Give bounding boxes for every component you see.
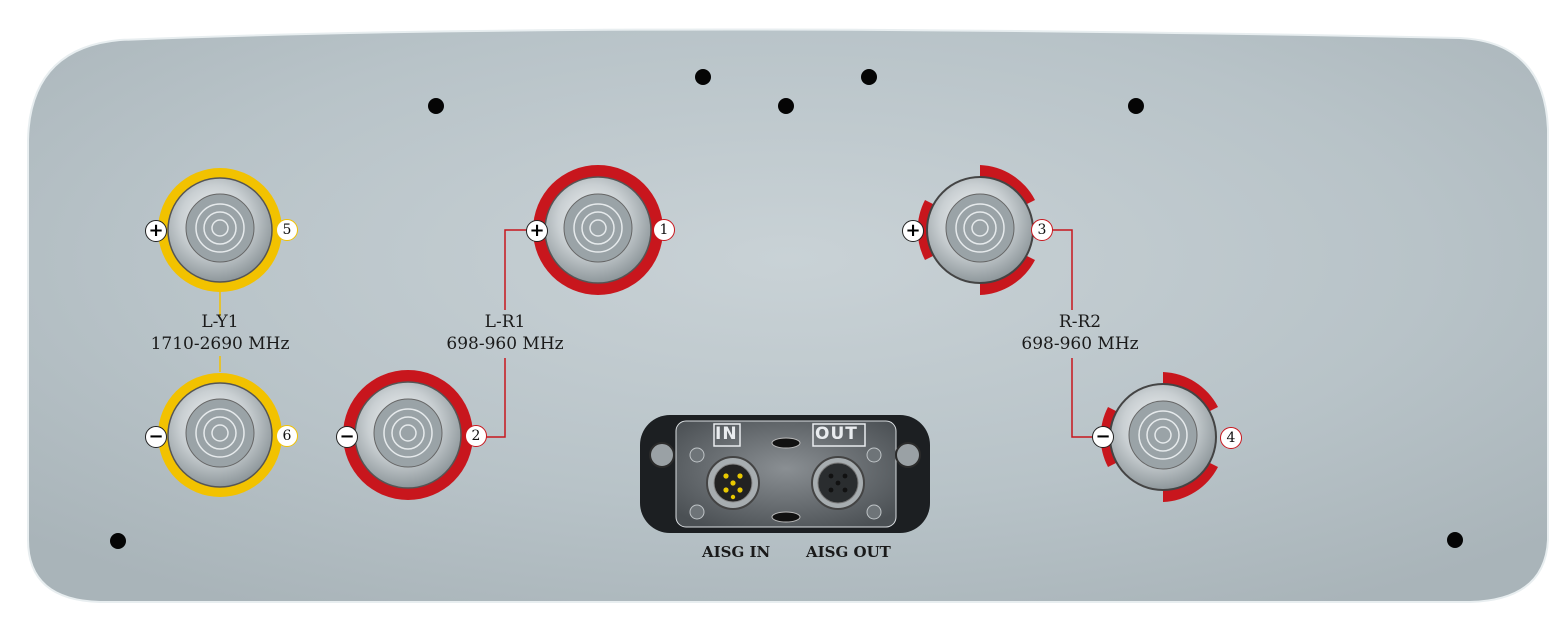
aisg-screw [649,442,675,468]
mounting-hole [778,98,794,114]
mounting-hole [1447,532,1463,548]
group-frequency: 698-960 MHz [446,334,564,354]
mounting-hole [428,98,444,114]
mounting-holes [110,69,1463,549]
connector-port-3 [917,165,1035,295]
aisg-out-connector [811,456,865,510]
port-number-2: 2 [465,425,487,447]
aisg-in-connector [706,456,760,510]
port-number-6: 6 [276,425,298,447]
port-number-3: 3 [1031,219,1053,241]
group-label-lr1: L-R1 698-960 MHz [430,311,580,355]
mounting-hole [1128,98,1144,114]
aisg-in-label: AISG IN [702,543,771,561]
connector-port-6 [158,373,282,497]
group-frequency: 1710-2690 MHz [150,334,290,354]
rr2-link-line [1050,229,1098,438]
group-name: L-R1 [484,312,526,332]
mounting-hole [861,69,877,85]
polarity-minus-icon: − [145,426,167,448]
mounting-hole [695,69,711,85]
polarity-minus-icon: − [1092,426,1114,448]
mounting-hole [110,533,126,549]
polarity-plus-icon: + [526,220,548,242]
connector-port-2 [343,370,473,500]
connector-port-4 [1100,372,1218,502]
polarity-plus-icon: + [902,220,924,242]
aisg-out-label: AISG OUT [806,543,891,561]
group-name: L-Y1 [201,312,239,332]
group-label-ly1: L-Y1 1710-2690 MHz [140,311,300,355]
group-label-rr2: R-R2 698-960 MHz [1005,311,1155,355]
group-name: R-R2 [1058,312,1102,332]
connector-port-1 [533,165,663,295]
group-frequency: 698-960 MHz [1021,334,1139,354]
aisg-screw [895,442,921,468]
aisg-plate-in-text: IN [715,424,738,444]
port-number-4: 4 [1220,427,1242,449]
aisg-plate [640,415,930,533]
connector-port-5 [158,168,282,292]
aisg-plate-out-text: OUT [815,424,858,444]
port-number-1: 1 [653,219,675,241]
connection-lines [219,229,1098,438]
polarity-plus-icon: + [145,220,167,242]
lr1-link-line [486,229,535,438]
polarity-minus-icon: − [336,426,358,448]
port-number-5: 5 [276,219,298,241]
